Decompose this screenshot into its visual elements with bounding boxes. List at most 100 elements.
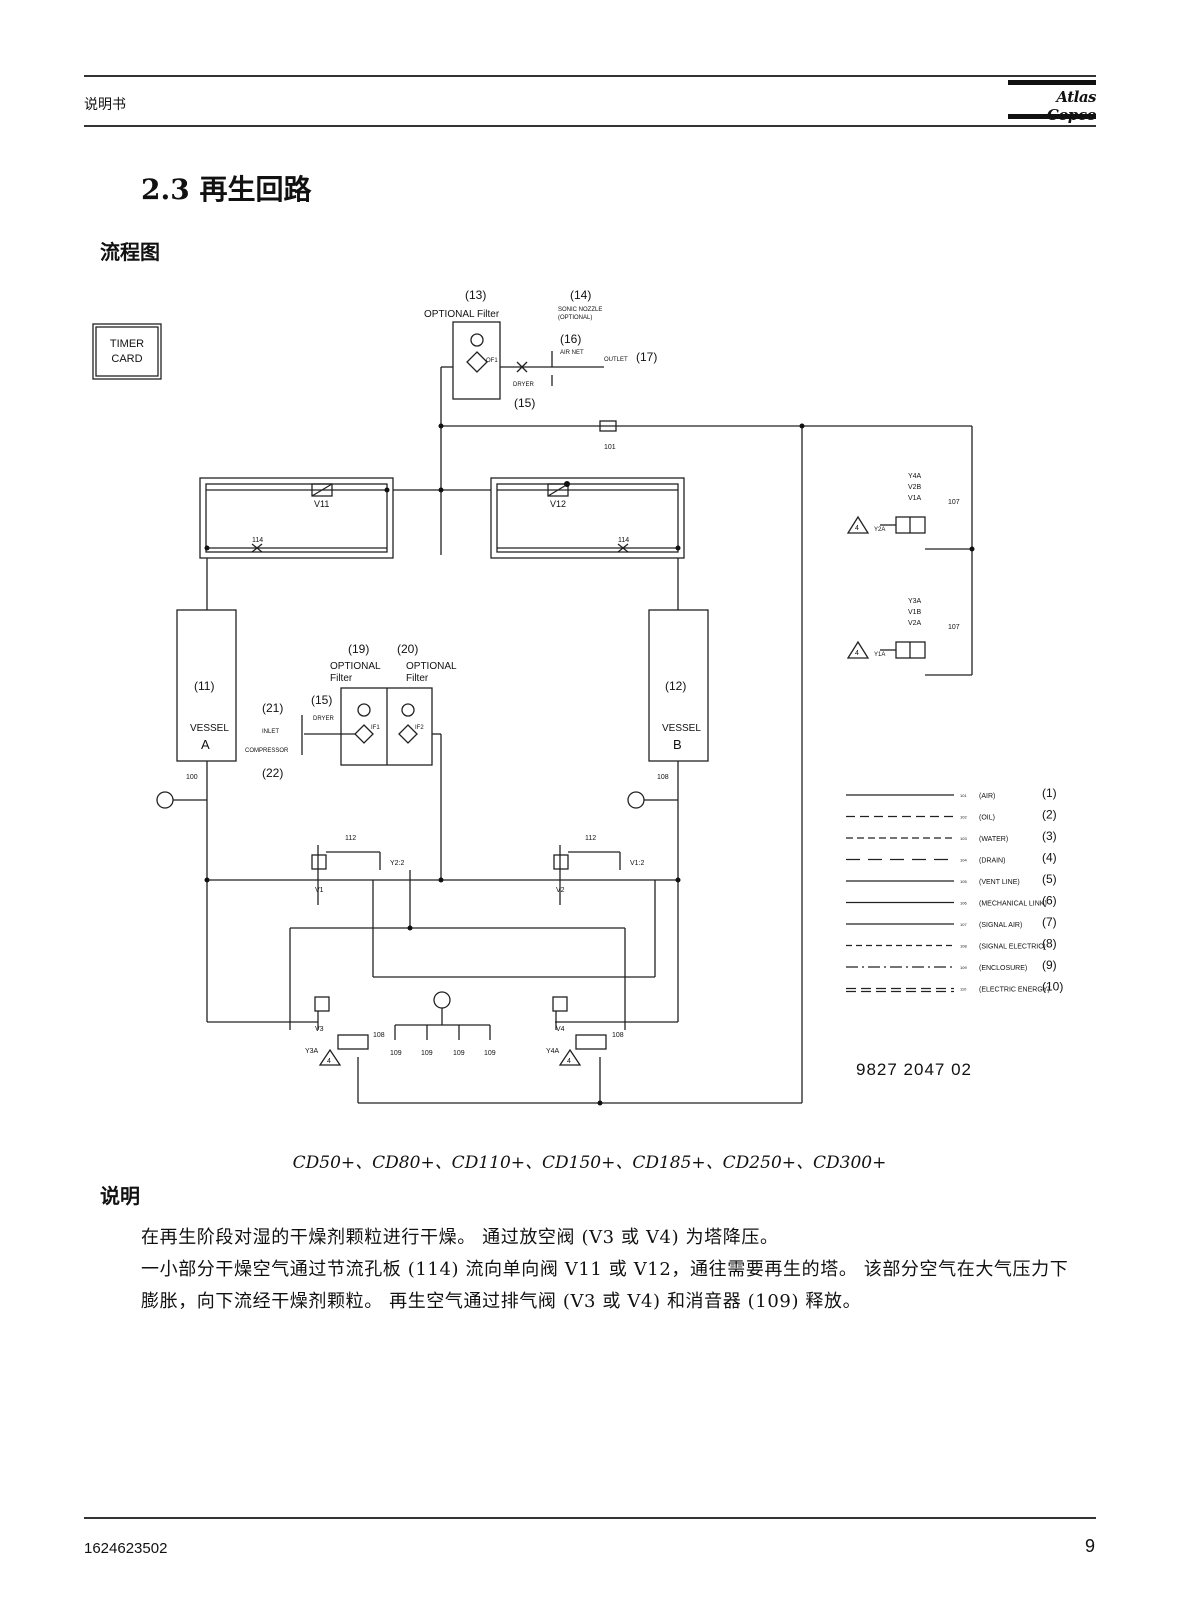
tag-101: 101 [604,444,616,451]
legend-number: (10) [1042,980,1063,994]
legend-code: 110 [960,987,967,992]
vessel-a-letter: A [201,737,210,752]
section-title: 2.3 再生回路 [141,173,312,206]
v12-label: V12 [550,499,566,509]
tag-109-4: 109 [484,1050,496,1057]
legend-number: (6) [1042,894,1057,908]
legend-number: (2) [1042,808,1057,822]
tag-107-top: 107 [948,499,960,506]
legend-number: (4) [1042,851,1057,865]
tag-114-left: 114 [252,537,263,544]
vgroup-bot-2: V1B [908,609,922,616]
legend-number: (7) [1042,915,1057,929]
warn-4-tr: 4 [855,525,859,532]
optional-20: OPTIONAL [406,661,457,672]
legend-label: (VENT LINE) [979,879,1020,886]
legend-number: (3) [1042,829,1057,843]
callout-15-top: (15) [514,396,535,410]
callout-22: (22) [262,766,283,780]
compressor: COMPRESSOR [245,748,289,754]
if2: IF2 [415,725,424,731]
y3a-label: Y3A [305,1048,319,1055]
callout-20: (20) [397,642,418,656]
optional-filter-13: OPTIONAL Filter [424,309,500,320]
callout-12: (12) [665,679,686,693]
vessel-a-label: VESSEL [190,723,229,734]
tag-112-left: 112 [345,835,356,842]
legend-code: 104 [960,858,967,863]
legend-code: 102 [960,815,967,820]
vessel-b-label: VESSEL [662,723,701,734]
callout-19: (19) [348,642,369,656]
tag-108-right: 108 [657,774,669,781]
legend-label: (SIGNAL AIR) [979,922,1022,929]
legend-label: (SIGNAL ELECTRIC) [979,944,1046,951]
v1-label: V1 [315,887,324,894]
legend-code: 107 [960,922,967,927]
warn-4-br: 4 [567,1058,571,1065]
drawing-number: 9827 2047 02 [856,1060,972,1079]
warn-4-bl: 4 [327,1058,331,1065]
legend-code: 109 [960,965,967,970]
legend-code: 106 [960,901,967,906]
filter-20: Filter [406,673,429,684]
legend-label: (WATER) [979,836,1008,843]
legend-label: (ENCLOSURE) [979,965,1027,972]
document-number: 1624623502 [84,1540,168,1557]
callout-11: (11) [194,679,214,693]
regeneration-flow-diagram: TIMER CARD (13) OPTIONAL Filter (14) SON… [92,288,1063,1106]
callout-17: (17) [636,350,657,364]
y12: V1:2 [630,860,645,867]
timer-card-line2: CARD [111,353,142,365]
sonic-nozzle: SONIC NOZZLE [558,307,602,313]
vgroup-top-3: V1A [908,495,922,502]
legend-number: (8) [1042,937,1057,951]
warn-4-rr: 4 [855,650,859,657]
legend-code: 101 [960,793,967,798]
legend-code: 105 [960,879,967,884]
legend-label: (ELECTRIC ENERGY) [979,987,1050,994]
model-caption: CD50+、CD80+、CD110+、CD150+、CD185+、CD250+、… [292,1153,887,1173]
callout-14: (14) [570,288,591,302]
legend-number: (9) [1042,958,1057,972]
flow-heading: 流程图 [100,240,160,264]
line-type-legend: 101(AIR)(1)102(OIL)(2)103(WATER)(3)104(D… [846,786,1063,994]
y1a-label: Y1A [874,652,885,658]
v11-label: V11 [314,499,329,509]
description-paragraph-1: 在再生阶段对湿的干燥剂颗粒进行干燥。 通过放空阀 (V3 或 V4) 为塔降压。 [141,1227,779,1248]
v2-label: V2 [556,887,565,894]
tag-108-v3: 108 [373,1032,385,1039]
tag-100-left: 100 [186,774,198,781]
legend-label: (OIL) [979,815,995,822]
tag-114-right: 114 [618,537,629,544]
page-number: 9 [1084,1536,1095,1556]
description-heading: 说明 [100,1184,140,1208]
air-net: AIR NET [560,350,584,356]
vessel-b-letter: B [673,737,682,752]
footer-rule [84,1517,1096,1519]
dryer-mid: DRYER [313,716,335,722]
legend-code: 108 [960,944,967,949]
outlet: OUTLET [604,357,628,363]
header-top-rule [84,75,1096,77]
header-label: 说明书 [84,97,126,113]
sonic-optional: (OPTIONAL) [558,315,592,321]
atlas-copco-logo: Atlas Copco [1008,78,1097,124]
legend-label: (AIR) [979,793,995,800]
callout-16: (16) [560,332,581,346]
legend-label: (DRAIN) [979,858,1005,865]
callout-15-mid: (15) [311,693,332,707]
tag-109-3: 109 [453,1050,465,1057]
legend-number: (5) [1042,872,1057,886]
callout-21: (21) [262,701,283,715]
timer-card-line1: TIMER [110,338,144,350]
v4-label: V4 [556,1026,565,1033]
header-bottom-rule [84,125,1096,127]
legend-code: 103 [960,836,967,841]
v3-label: V3 [315,1026,324,1033]
y2a-label: Y2A [874,527,885,533]
if1: IF1 [371,725,380,731]
callout-13: (13) [465,288,486,302]
tag-107-bottom: 107 [948,624,960,631]
vgroup-bot-1: Y3A [908,598,922,605]
